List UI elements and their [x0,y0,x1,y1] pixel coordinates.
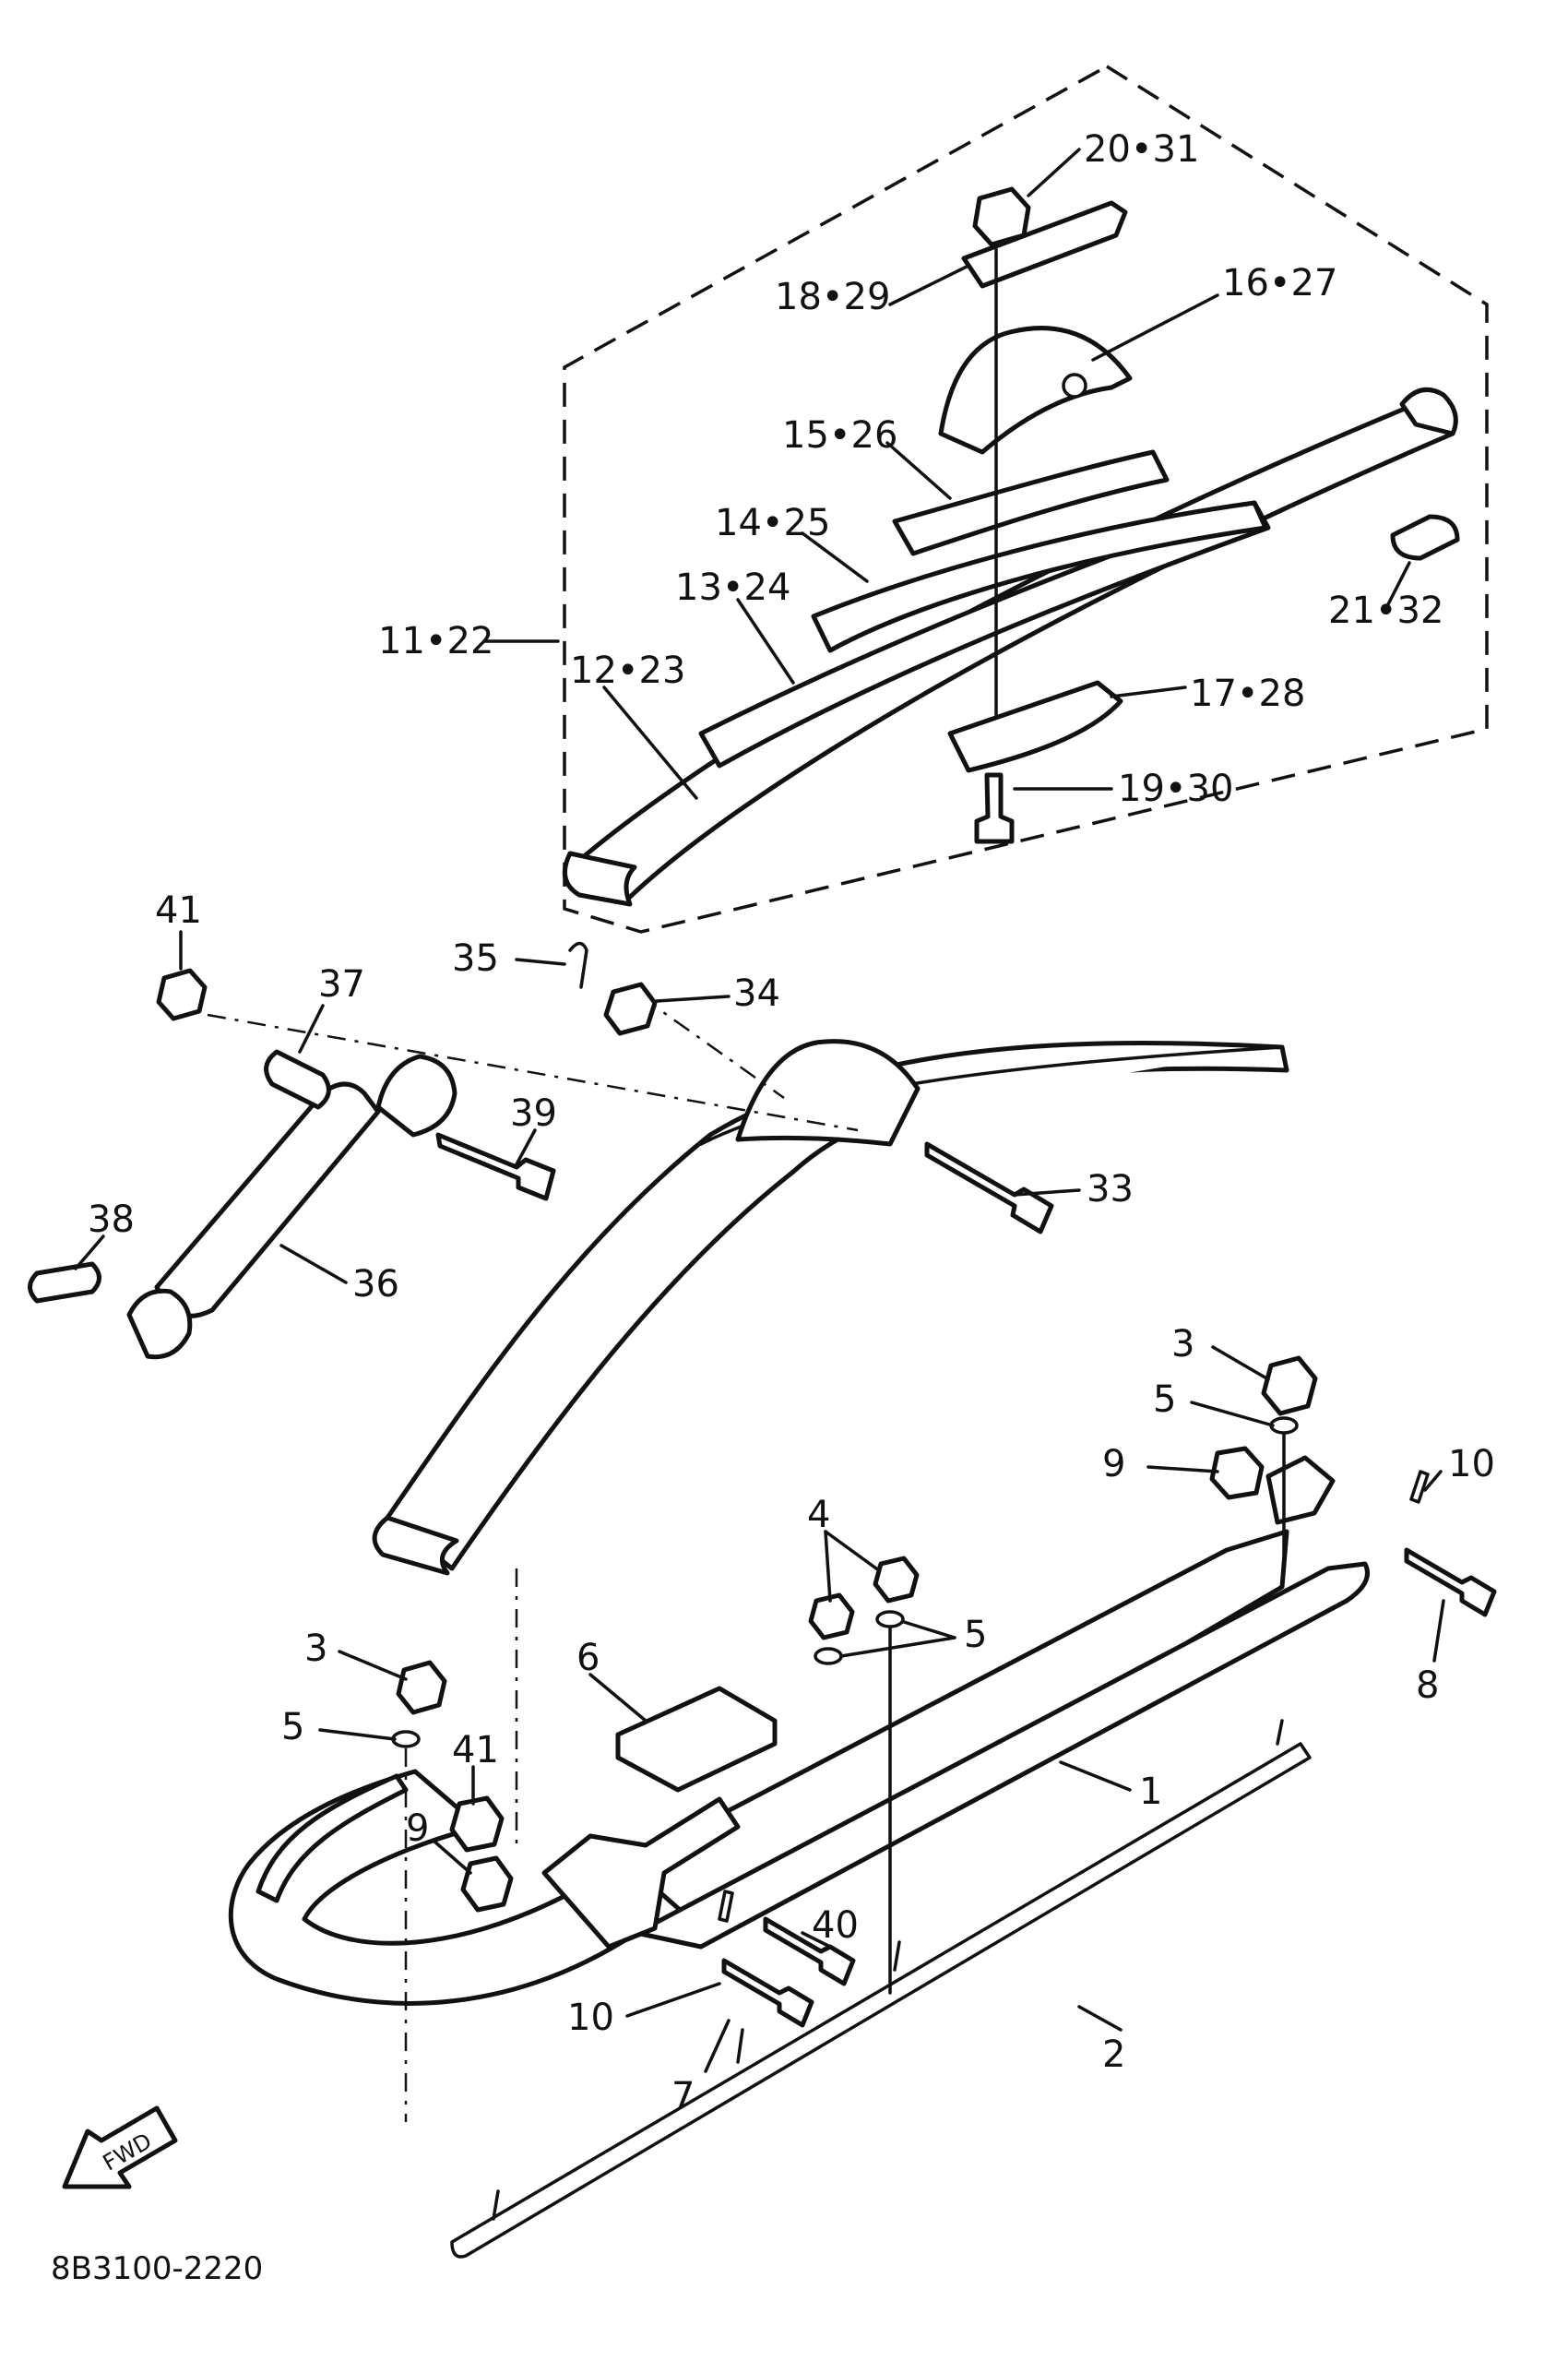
callout-37: 37 [318,963,365,1006]
callout-41-front: 41 [452,1729,499,1771]
nut-4-b [808,1592,855,1640]
callout-3-front: 3 [304,1628,327,1670]
cotter-pin-35 [568,941,588,989]
bolt-8 [1404,1547,1497,1617]
bolt-7 [721,1958,814,2028]
skag-2 [450,1742,1312,2259]
callout-10-rear: 10 [1448,1443,1495,1485]
callout-13-24: 13•24 [675,566,790,609]
collar-38 [28,1261,101,1304]
callout-labels: 20•31 18•29 16•27 15•26 14•25 13•24 11•2… [88,128,1495,2117]
callout-5-rear: 5 [1153,1378,1176,1421]
washer-5-rear [1269,1416,1299,1435]
bolt-33 [924,1141,1054,1234]
cotter-pin-10-rear [1409,1470,1430,1504]
skag-stud-mid [736,2028,744,2064]
leaf-spring-14 [811,500,1268,653]
leaf-spring-12 [574,403,1455,902]
callout-3-rear: 3 [1171,1323,1194,1365]
callout-2: 2 [1102,2033,1125,2076]
bolt-40 [763,1916,856,1986]
assembly-guide-line-2 [640,995,785,1100]
bolt-39 [435,1132,556,1201]
callout-40: 40 [812,1904,859,1947]
washer-5-front [391,1730,421,1748]
collar-37 [264,1049,331,1110]
assembly-guide-line [207,1013,859,1132]
bushing-21 [1390,514,1460,561]
leader-lines [74,148,1445,2073]
callout-9-front: 9 [406,1807,429,1850]
skag-stud-front [492,2189,500,2221]
callout-39: 39 [510,1092,557,1135]
saddle-6 [615,1686,778,1793]
callout-14-25: 14•25 [715,502,830,544]
callout-20-31: 20•31 [1084,128,1199,171]
callout-16-27: 16•27 [1222,262,1337,304]
nut-41-front [449,1795,505,1853]
nut-4-a [873,1556,920,1604]
nut-3-front [396,1660,447,1715]
callout-10-front: 10 [567,1997,614,2039]
callout-4: 4 [807,1494,830,1536]
callout-6: 6 [576,1637,600,1679]
callout-38: 38 [88,1198,135,1241]
callout-17-28: 17•28 [1190,673,1305,715]
callout-36: 36 [352,1263,399,1306]
leaf-12-eye-rear [1399,387,1458,436]
cotter-pin-10-front [718,1890,734,1923]
fwd-arrow-icon: FWD [62,2105,178,2189]
diagram-code: 8B3100-2220 [51,2250,263,2287]
callout-1: 1 [1139,1771,1162,1813]
shock-eye-lower [126,1288,193,1360]
clamp-18 [961,200,1128,289]
callout-33: 33 [1087,1168,1134,1210]
leaf-spring-15 [892,449,1170,556]
callout-34: 34 [733,972,780,1015]
callout-35: 35 [452,937,499,980]
seat-16-hole [1062,373,1087,399]
rear-bracket [1265,1455,1336,1525]
ski-runner-1 [634,1561,1370,1950]
leaf-spring-13 [698,500,1271,769]
callout-9-rear: 9 [1102,1443,1125,1485]
skag-stud-back [1276,1719,1284,1746]
nut-9-front [460,1855,514,1913]
nut-3-rear [1261,1355,1318,1416]
assembled-front-eye [372,1515,459,1576]
washer-5-b [814,1647,843,1665]
callout-5-front: 5 [281,1706,304,1748]
assembled-spring-seat [735,1039,921,1147]
callout-18-29: 18•29 [775,276,890,318]
detail-box-outline [563,65,1489,934]
callout-41-top: 41 [155,889,202,932]
skag-stud-rear [893,1940,901,1972]
callout-12-23: 12•23 [570,650,685,692]
callout-5-mid: 5 [964,1614,987,1656]
callout-11-22: 11•22 [378,620,493,662]
nut-20 [972,186,1031,247]
nut-41-top [156,968,208,1021]
callout-19-30: 19•30 [1118,768,1233,810]
callout-21-32: 21•32 [1328,590,1443,632]
callout-8: 8 [1416,1664,1439,1707]
plate-17 [947,680,1123,773]
callout-15-26: 15•26 [782,414,897,457]
ski-tip-bumper [255,1773,409,1903]
callout-7: 7 [671,2075,695,2117]
spindle-bracket [541,1796,741,1950]
leaf-12-eye-front [562,851,637,907]
shock-rod-end-upper [375,1054,457,1138]
bolt-19 [974,772,1015,844]
nut-9-rear [1209,1446,1265,1500]
spring-seat-16 [938,326,1133,455]
washer-5-a [875,1610,905,1628]
nut-34 [603,982,658,1036]
